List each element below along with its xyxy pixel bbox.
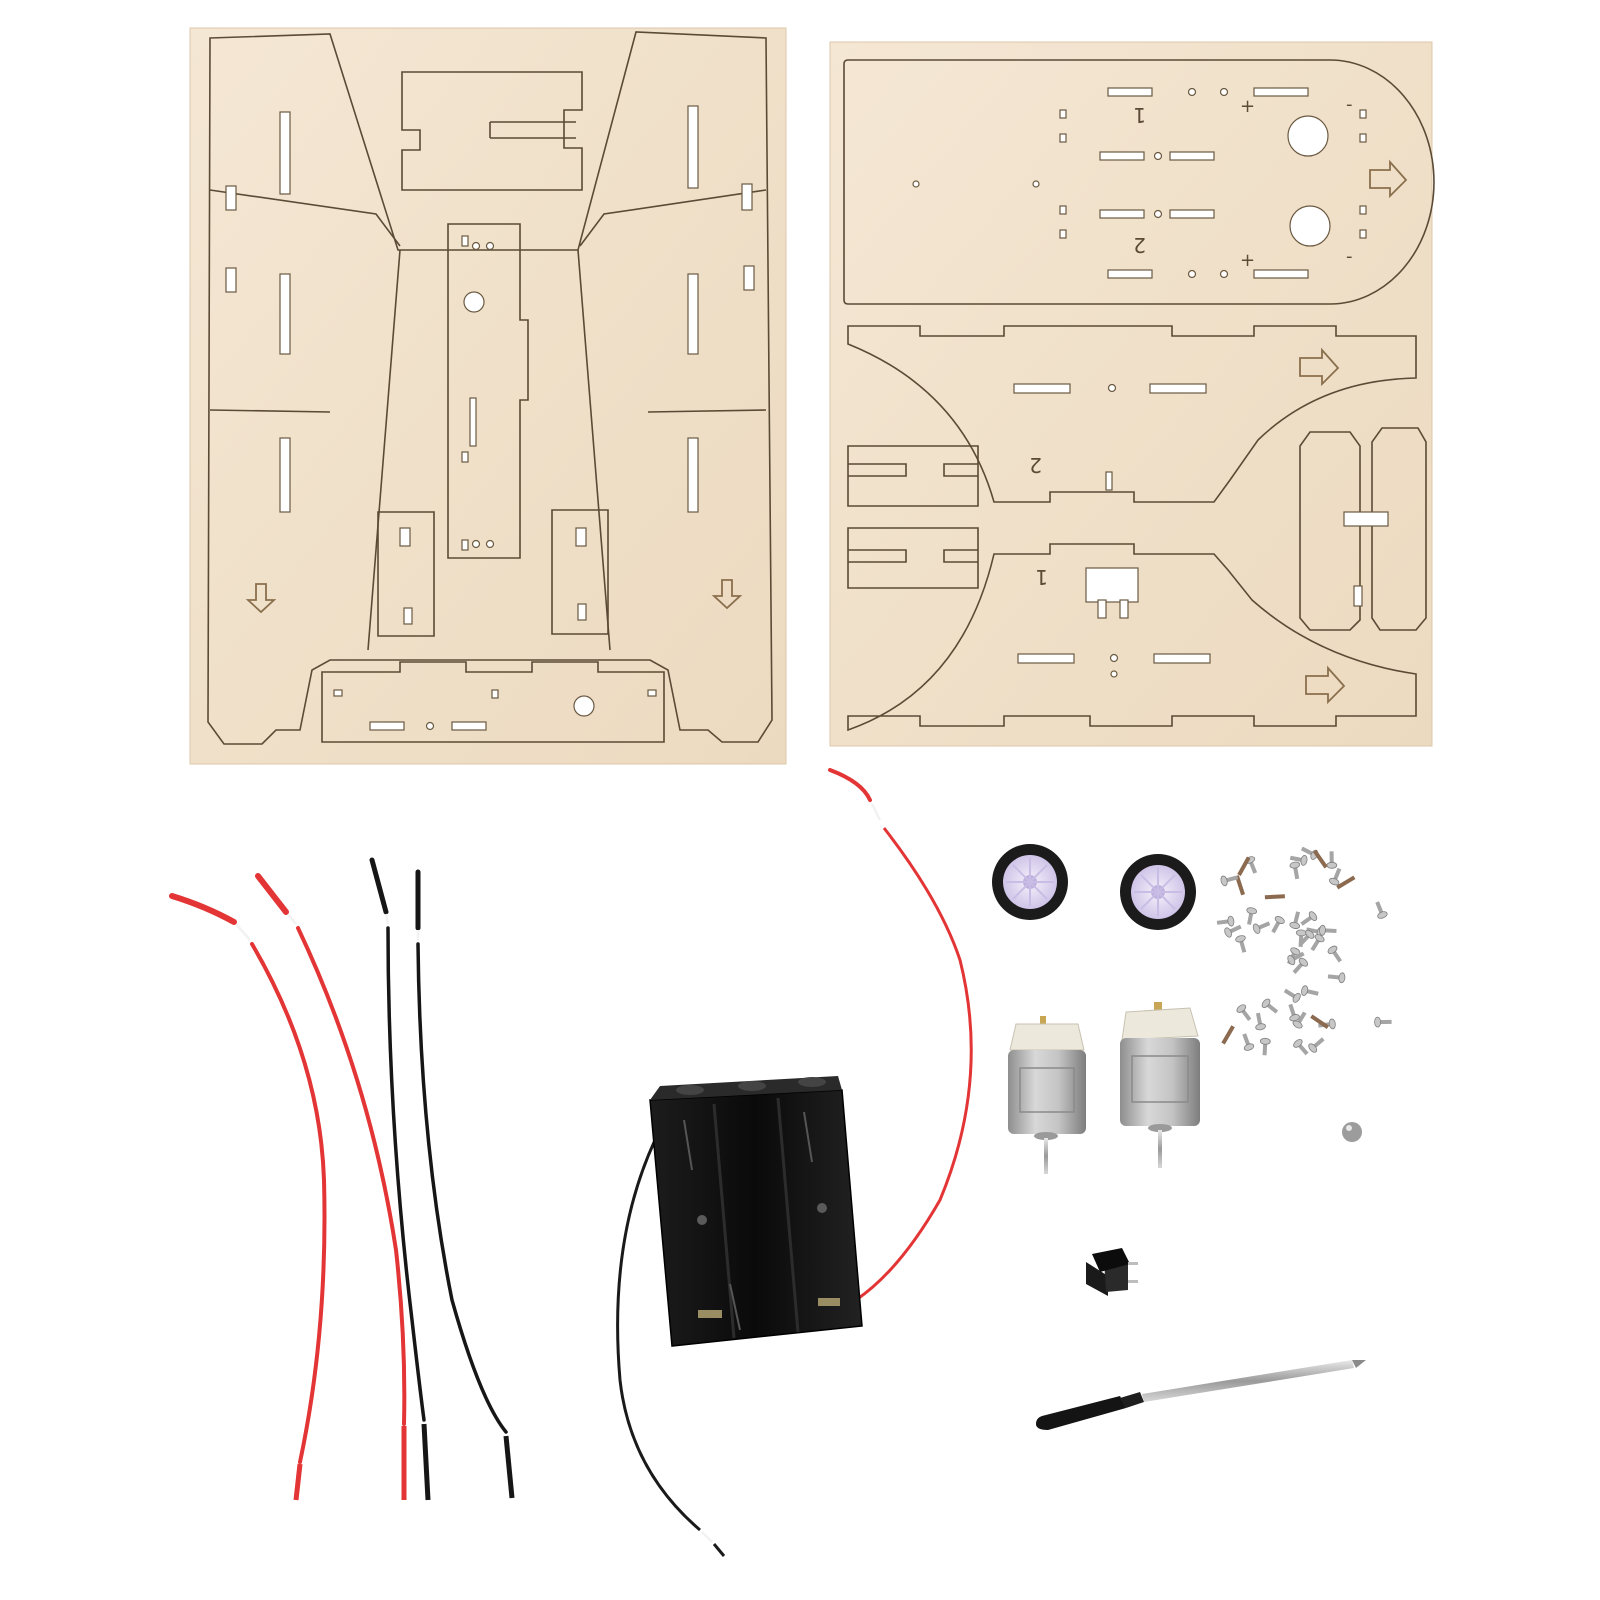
rocker-switch: [1086, 1248, 1138, 1296]
motor-icon: [1120, 1002, 1200, 1168]
red-wire: [255, 873, 407, 1500]
wire-icon: [169, 893, 237, 925]
dc-motor: [1008, 1016, 1086, 1174]
engraved-minus-top: -: [1346, 94, 1353, 115]
engraved-plus-top: +: [1240, 96, 1255, 117]
battery-holder: [616, 768, 973, 1557]
black-wire: [415, 869, 515, 1499]
wheel-icon: [992, 844, 1068, 920]
left-plywood-sheet: [189, 27, 787, 765]
wheel: [992, 844, 1068, 920]
screws: [1216, 846, 1392, 1056]
engraved-number-2: 2: [1133, 233, 1146, 257]
engraved-number-lower: 1: [1035, 565, 1048, 589]
battery-holder-icon: [649, 1076, 863, 1347]
engraved-number-mid: 2: [1029, 453, 1042, 477]
dc-motor: [1120, 1002, 1200, 1168]
switch-icon: [1086, 1248, 1138, 1296]
engraved-plus-bottom: +: [1240, 250, 1255, 271]
red-wire: [169, 893, 327, 1501]
screw-icon: [1216, 846, 1392, 1056]
screwdriver-icon: [1036, 1360, 1366, 1430]
loose-wires: [169, 857, 515, 1501]
wheel-icon: [1120, 854, 1196, 930]
steel-ball: [1342, 1122, 1362, 1142]
engraved-minus-bottom: -: [1346, 246, 1353, 267]
black-wire: [369, 857, 431, 1501]
screwdriver: [1036, 1360, 1366, 1430]
engraved-number-1: 1: [1133, 103, 1146, 127]
plywood-sheet-icon: [829, 41, 1433, 747]
right-plywood-sheet: 1 2 + + - - 2 1: [829, 41, 1435, 747]
motor-icon: [1008, 1016, 1086, 1174]
wheel: [1120, 854, 1196, 930]
